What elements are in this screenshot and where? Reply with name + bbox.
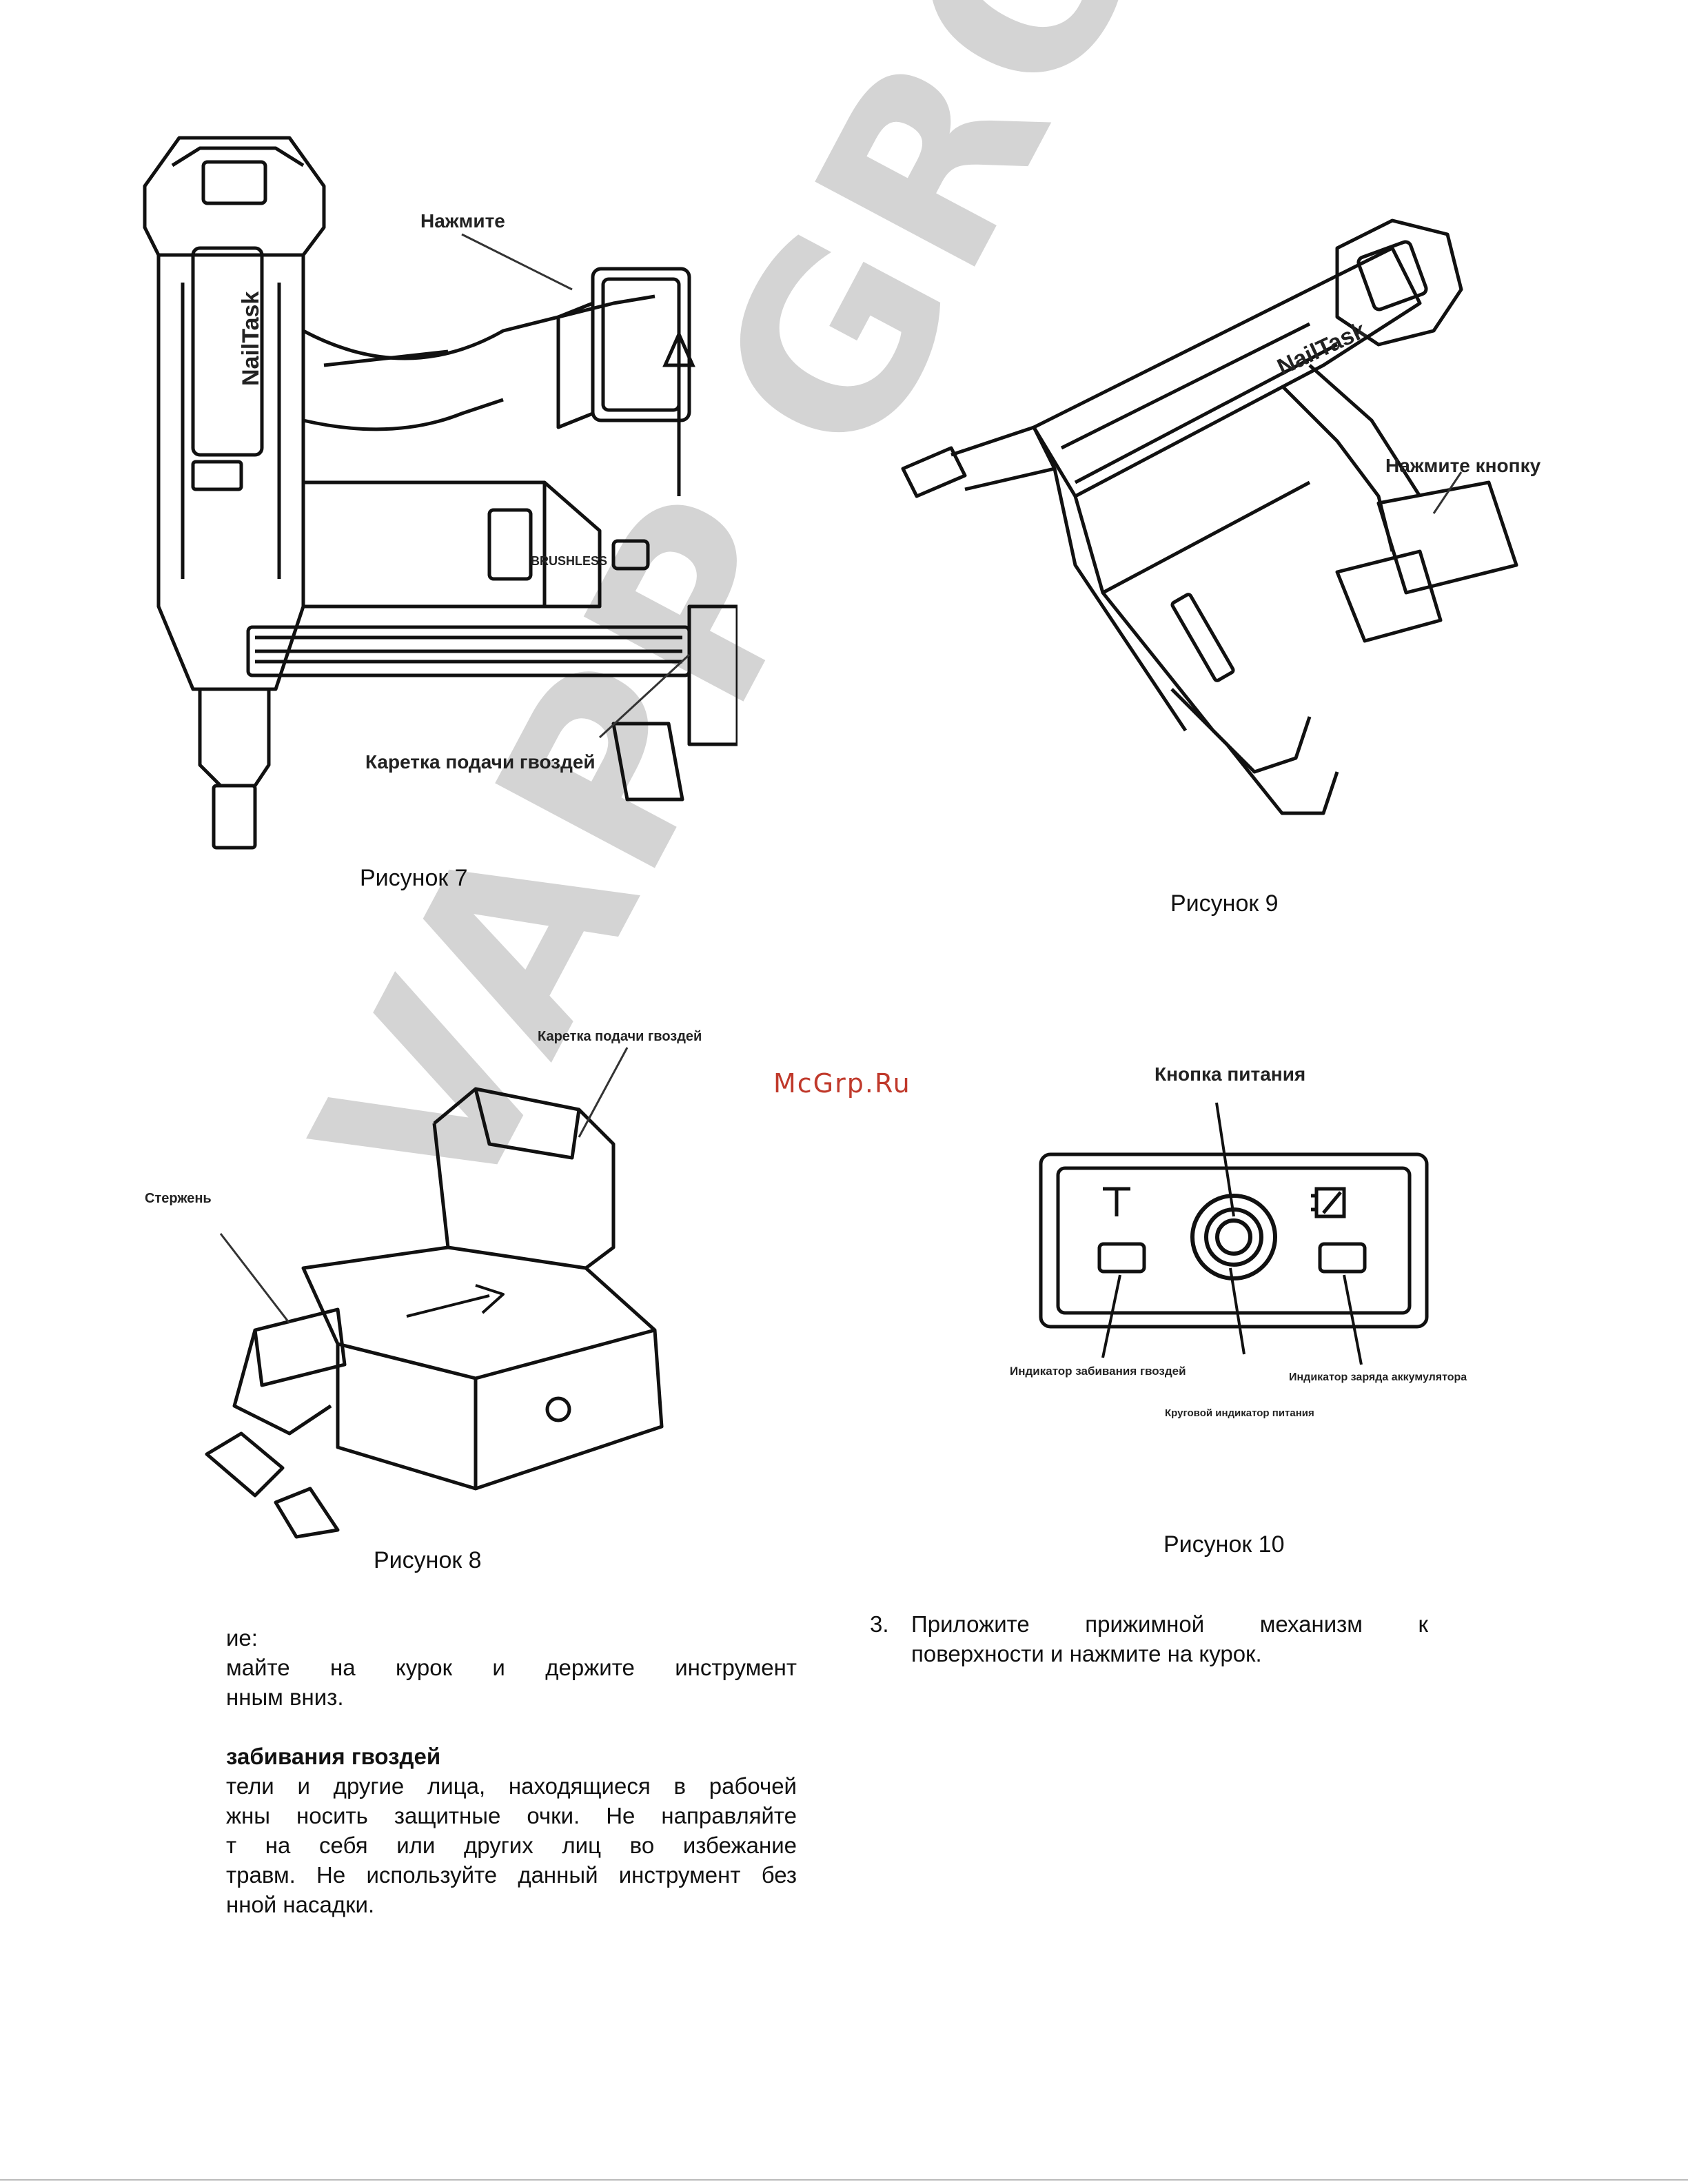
battery-icon bbox=[1311, 1187, 1346, 1218]
nailer-side-view-illustration: NailTask BRUSHLESS Нажмите Каретка подач… bbox=[143, 136, 738, 850]
caption-figure-8: Рисунок 8 bbox=[374, 1547, 482, 1573]
callout-press: Нажмите bbox=[420, 210, 505, 232]
callout-power-button: Кнопка питания bbox=[1155, 1063, 1305, 1085]
brand-logo-fig7: NailTask bbox=[238, 292, 264, 386]
power-button bbox=[1190, 1194, 1277, 1280]
para-line-5: нной насадки. bbox=[226, 1892, 375, 1917]
brushless-badge: BRUSHLESS bbox=[531, 554, 607, 568]
callout-battery-indicator: Индикатор заряда аккумулятора bbox=[1289, 1371, 1467, 1383]
site-watermark: McGrp.Ru bbox=[773, 1068, 911, 1099]
callout-rod: Стержень bbox=[145, 1191, 212, 1206]
nail-carriage-illustration: Каретка подачи гвоздей Стержень bbox=[145, 1029, 702, 1539]
callout-ring-indicator: Круговой индикатор питания bbox=[1165, 1407, 1314, 1419]
left-column-text: ие: майте на курок и держите инструмент … bbox=[226, 1623, 797, 1919]
left-line-2: майте на курок и держите инструмент bbox=[226, 1655, 797, 1680]
callout-nail-indicator: Индикатор забивания гвоздей bbox=[1010, 1365, 1186, 1378]
list-item-line-2: поверхности и нажмите на курок. bbox=[911, 1641, 1262, 1666]
brand-logo-fig9: NailTask bbox=[1273, 317, 1370, 381]
left-line-3: нным вниз. bbox=[226, 1684, 344, 1710]
section-heading: забивания гвоздей bbox=[226, 1744, 441, 1769]
power-icon bbox=[1215, 1218, 1252, 1256]
nailer-angled-view-illustration: NailTask Нажмите кнопку bbox=[901, 218, 1541, 815]
list-item-line-1: Приложите прижимной механизм к bbox=[911, 1611, 1428, 1637]
nail-indicator-light bbox=[1097, 1242, 1146, 1274]
caption-figure-10: Рисунок 10 bbox=[1163, 1531, 1285, 1558]
left-line-1: ие: bbox=[226, 1625, 258, 1651]
battery-indicator-light bbox=[1318, 1242, 1367, 1274]
figure-7: NailTask BRUSHLESS Нажмите Каретка подач… bbox=[117, 124, 738, 855]
page-bottom-rule bbox=[0, 2179, 1688, 2181]
caption-figure-7: Рисунок 7 bbox=[360, 865, 468, 891]
para-line-1: тели и другие лица, находящиеся в рабоче… bbox=[226, 1773, 797, 1799]
arrow-up-icon bbox=[662, 329, 695, 496]
figure-9: NailTask Нажмите кнопку bbox=[896, 207, 1551, 868]
para-line-3: т на себя или других лиц во избежание bbox=[226, 1833, 797, 1858]
callout-press-button: Нажмите кнопку bbox=[1385, 455, 1541, 476]
para-line-2: жны носить защитные очки. Не направляйте bbox=[226, 1803, 797, 1828]
figure-8: Каретка подачи гвоздей Стержень bbox=[131, 1020, 738, 1544]
figure-10: Кнопка питания Индикатор забивания гвозд… bbox=[993, 1061, 1475, 1447]
list-item-number: 3. bbox=[870, 1611, 889, 1637]
para-line-4: травм. Не используйте данный инструмент … bbox=[226, 1862, 797, 1888]
caption-figure-9: Рисунок 9 bbox=[1170, 890, 1279, 917]
right-column-text: 3. Приложите прижимной механизм к поверх… bbox=[870, 1609, 1428, 1668]
nail-icon bbox=[1103, 1187, 1130, 1216]
control-panel-illustration: Кнопка питания Индикатор забивания гвозд… bbox=[1010, 1063, 1467, 1419]
callout-carriage-fig7: Каретка подачи гвоздей bbox=[365, 751, 596, 773]
callout-carriage-fig8: Каретка подачи гвоздей bbox=[538, 1029, 702, 1044]
